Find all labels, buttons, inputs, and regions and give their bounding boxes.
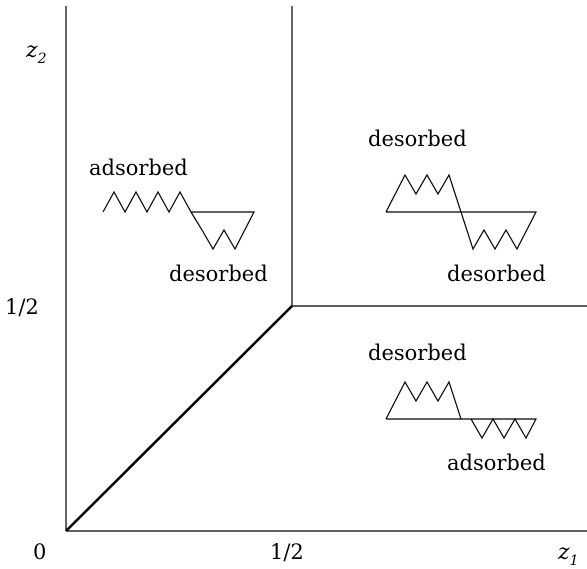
x-axis-label: z1 bbox=[557, 540, 579, 569]
upper-left-top-label: adsorbed bbox=[89, 156, 188, 180]
upper-left-polymer-sketch bbox=[102, 190, 255, 251]
origin-label: 0 bbox=[33, 540, 46, 564]
lower-right-top-label: desorbed bbox=[368, 341, 467, 365]
lower-right-bottom-label: adsorbed bbox=[447, 451, 546, 475]
upper-left-bottom-label: desorbed bbox=[169, 262, 268, 286]
upper-right-polymer-sketch bbox=[385, 173, 537, 251]
y-half-tick-label: 1/2 bbox=[5, 295, 39, 319]
x-half-tick-label: 1/2 bbox=[270, 540, 304, 564]
upper-right-top-label: desorbed bbox=[368, 127, 467, 151]
y-axis-label: z2 bbox=[25, 38, 47, 67]
diagonal-boundary bbox=[65, 305, 293, 532]
lower-right-polymer-sketch bbox=[385, 380, 537, 440]
upper-right-bottom-label: desorbed bbox=[447, 262, 546, 286]
